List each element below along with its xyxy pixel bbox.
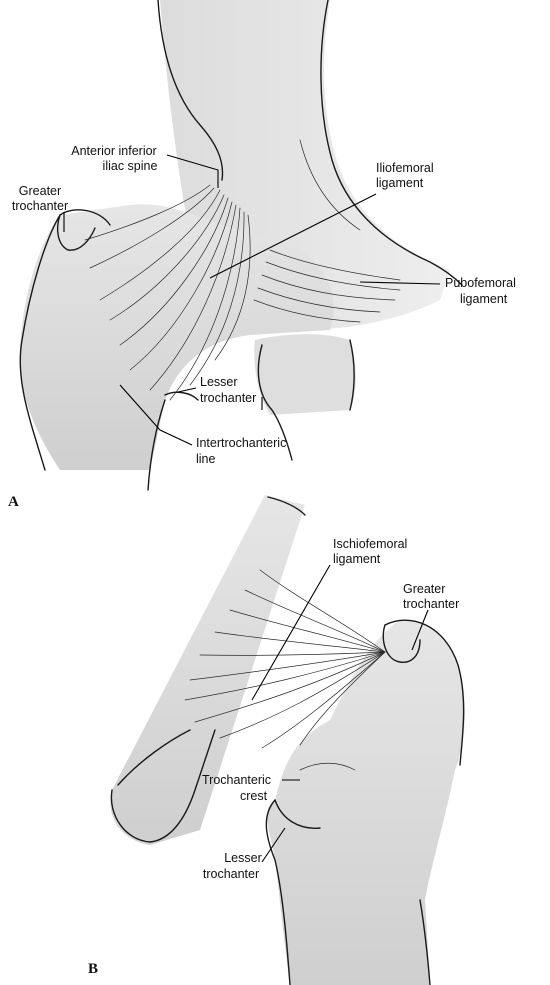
svg-text:trochanter: trochanter: [12, 199, 68, 213]
label-lesser-trochanter-a: Lesser trochanter: [200, 375, 256, 405]
svg-text:ligament: ligament: [333, 552, 381, 566]
label-trochanteric-crest: Trochanteric crest: [202, 773, 271, 803]
svg-text:Lesser: Lesser: [224, 851, 262, 865]
panel-a-leaders: [63, 154, 441, 446]
ischiofemoral-fibers: [184, 569, 386, 749]
panel-a-letter: A: [8, 494, 19, 510]
panel-b-drawing: [110, 495, 465, 985]
pubis-outline: [257, 339, 355, 461]
svg-text:Anterior inferior: Anterior inferior: [71, 144, 156, 158]
svg-text:Intertrochanteric: Intertrochanteric: [196, 436, 286, 450]
ilium-right-edge: [320, 0, 463, 286]
svg-text:line: line: [196, 452, 216, 466]
svg-text:crest: crest: [240, 789, 268, 803]
trochanteric-crest-line: [299, 762, 356, 771]
label-greater-trochanter-b: Greater trochanter: [403, 582, 459, 611]
svg-text:trochanter: trochanter: [203, 867, 259, 881]
label-pubofemoral-ligament: Pubofemoral ligament: [445, 276, 516, 306]
svg-text:ligament: ligament: [376, 176, 424, 190]
label-lesser-trochanter-b: Lesser trochanter: [203, 851, 262, 881]
svg-text:Lesser: Lesser: [200, 375, 238, 389]
ilium-inner-line: [299, 139, 361, 231]
ischium-outline: [110, 496, 306, 843]
iliofemoral-fibers: [84, 184, 251, 401]
panel-b-letter: B: [88, 961, 98, 977]
pubofemoral-fibers: [253, 249, 401, 323]
svg-text:iliac spine: iliac spine: [103, 159, 158, 173]
ilium-left-edge: [157, 0, 224, 181]
label-iliofemoral-ligament: Iliofemoral ligament: [376, 161, 434, 190]
label-anterior-inferior-iliac-spine: Anterior inferior iliac spine: [71, 144, 157, 173]
femur-b-shading: [267, 620, 465, 985]
svg-text:Trochanteric: Trochanteric: [202, 773, 271, 787]
panel-a-drawing: [19, 0, 463, 491]
panel-b-leaders: [251, 564, 429, 863]
ischium-shading: [110, 495, 305, 845]
svg-text:Greater: Greater: [403, 582, 445, 596]
lesser-trochanter-b: [274, 799, 321, 829]
femur-b-outline: [265, 619, 465, 985]
label-ischiofemoral-ligament: Ischiofemoral ligament: [333, 537, 407, 566]
svg-text:Greater: Greater: [19, 184, 61, 198]
svg-text:Iliofemoral: Iliofemoral: [376, 161, 434, 175]
label-greater-trochanter-a: Greater trochanter: [12, 184, 68, 213]
ischium-lower-edge: [117, 729, 191, 786]
svg-text:Pubofemoral: Pubofemoral: [445, 276, 516, 290]
lesser-trochanter-a: [164, 391, 199, 401]
greater-trochanter-b: [382, 624, 421, 663]
svg-text:Ischiofemoral: Ischiofemoral: [333, 537, 407, 551]
svg-text:ligament: ligament: [460, 292, 508, 306]
svg-text:trochanter: trochanter: [403, 597, 459, 611]
svg-text:trochanter: trochanter: [200, 391, 256, 405]
pubis-shading: [254, 334, 356, 415]
greater-trochanter-a: [56, 214, 96, 251]
label-intertrochanteric-line: Intertrochanteric line: [196, 436, 286, 466]
femur-a-shading: [20, 204, 334, 471]
